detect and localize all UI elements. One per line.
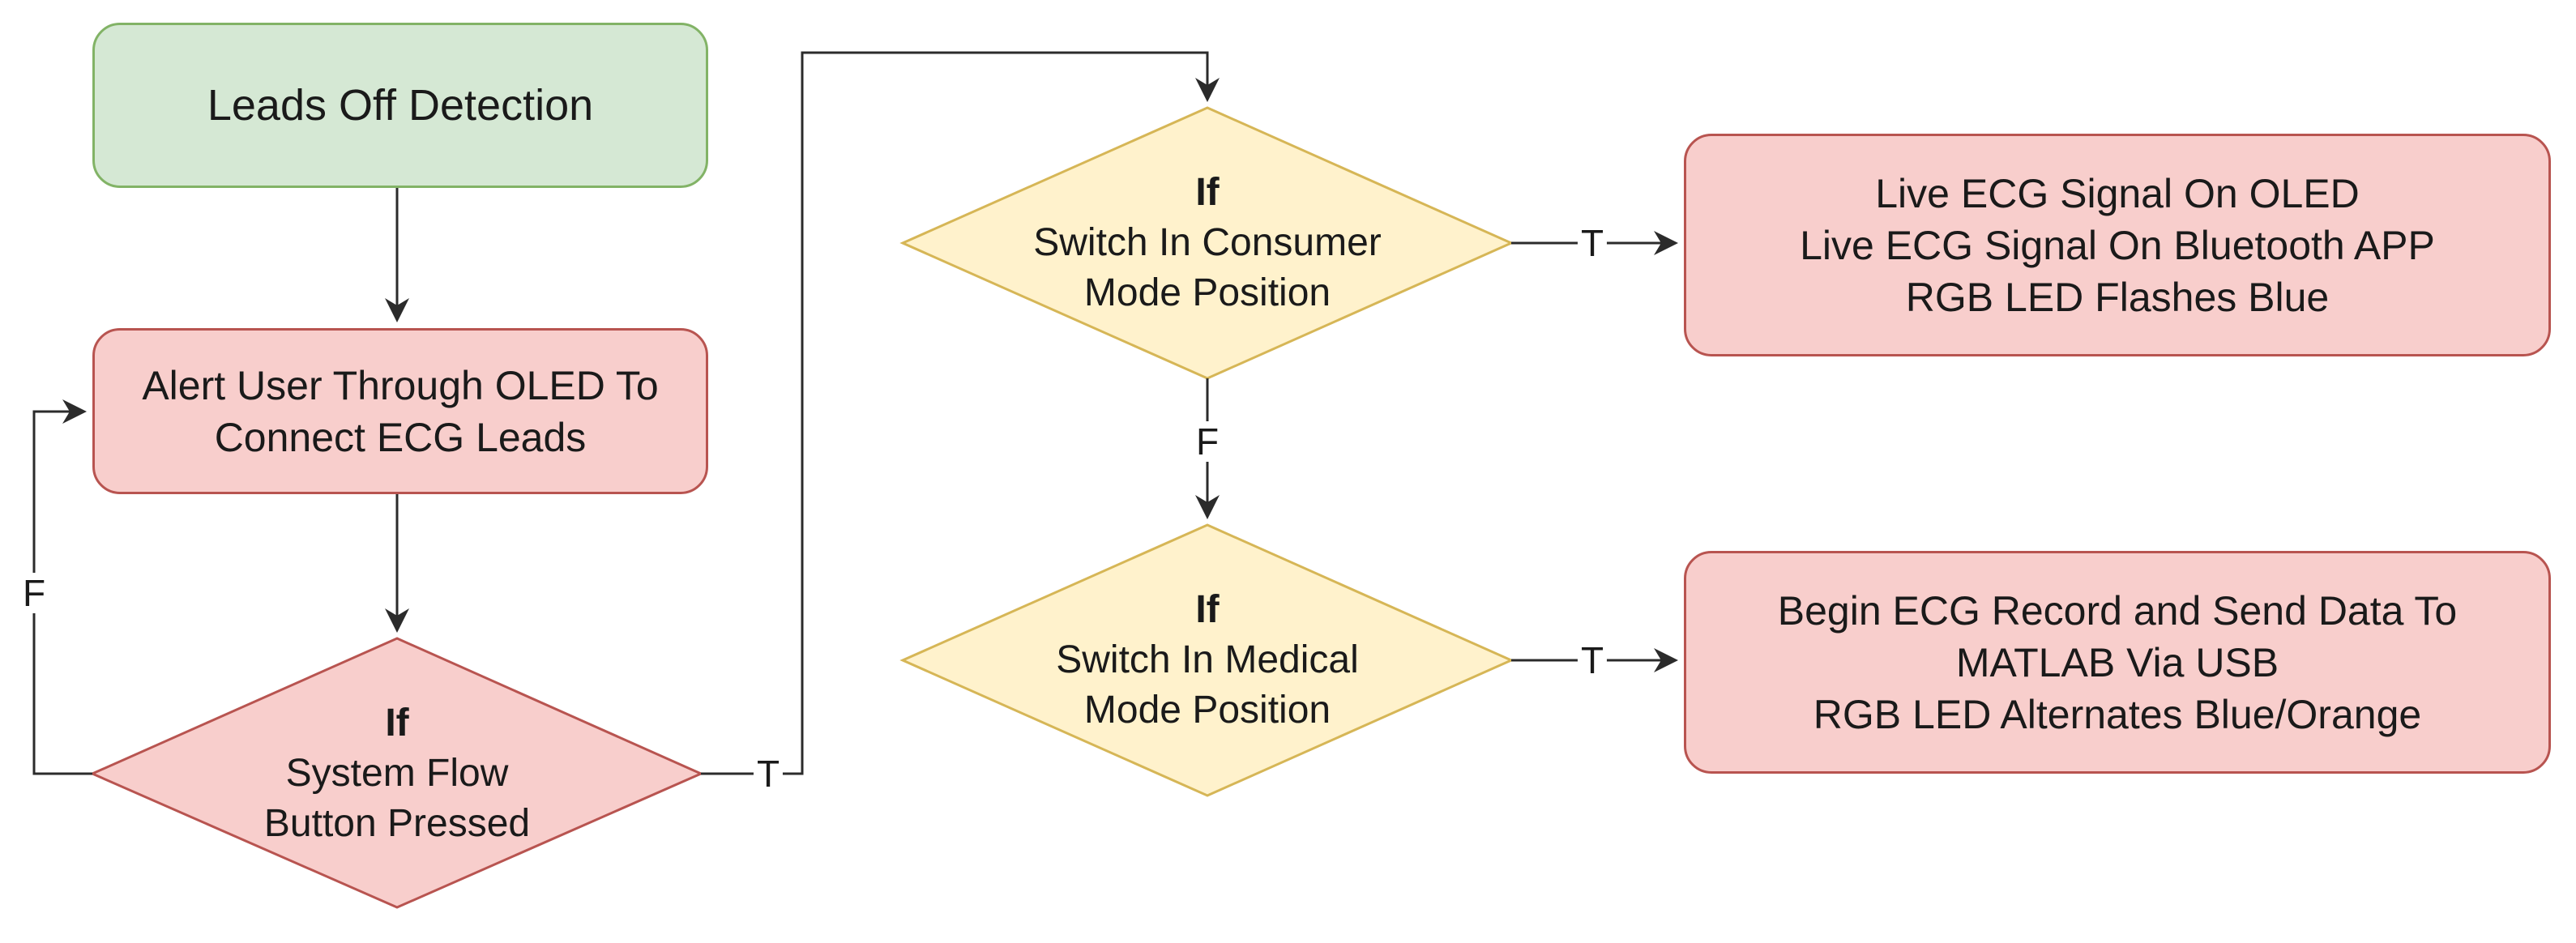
medical-action-line-3: RGB LED Alternates Blue/Orange — [1813, 691, 2422, 737]
decision-consumer-keyword: If — [1195, 171, 1220, 214]
decision-button-shape — [89, 637, 704, 909]
decision-medical-text: If Switch In Medical Mode Position — [997, 571, 1418, 749]
decision-button-keyword: If — [385, 702, 409, 745]
consumer-action-line-3: RGB LED Flashes Blue — [1905, 274, 2330, 320]
consumer-action-line-2: Live ECG Signal On Bluetooth APP — [1800, 222, 2435, 268]
decision-consumer-line-1: Switch In Consumer — [1033, 221, 1382, 264]
medical-action-node: Begin ECG Record and Send Data To MATLAB… — [1684, 551, 2551, 774]
medical-action-line-1: Begin ECG Record and Send Data To — [1777, 587, 2458, 634]
alert-node: Alert User Through OLED To Connect ECG L… — [92, 328, 708, 494]
alert-node-line-1: Alert User Through OLED To — [142, 362, 659, 408]
decision-consumer-text: If Switch In Consumer Mode Position — [997, 154, 1418, 332]
alert-node-line-2: Connect ECG Leads — [214, 414, 587, 460]
decision-button-line-1: System Flow — [285, 752, 509, 795]
edge-label-button-true: T — [753, 753, 784, 794]
edge-label-consumer-false: F — [1192, 421, 1223, 462]
consumer-action-line-1: Live ECG Signal On OLED — [1875, 170, 2360, 216]
decision-medical-shape — [899, 523, 1514, 797]
consumer-action-node: Live ECG Signal On OLED Live ECG Signal … — [1684, 134, 2551, 356]
start-node-label: Leads Off Detection — [207, 81, 594, 130]
decision-button-line-2: Button Pressed — [263, 802, 531, 845]
medical-action-line-2: MATLAB Via USB — [1955, 639, 2279, 685]
edge-label-consumer-true: T — [1577, 223, 1608, 263]
decision-medical-line-1: Switch In Medical — [1056, 638, 1359, 681]
edge-label-medical-true: T — [1577, 640, 1608, 681]
decision-medical-keyword: If — [1195, 588, 1220, 631]
start-node: Leads Off Detection — [92, 23, 708, 188]
decision-consumer-line-2: Mode Position — [1083, 271, 1331, 314]
decision-medical-line-2: Mode Position — [1083, 689, 1331, 732]
decision-button-text: If System Flow Button Pressed — [194, 685, 600, 863]
edge-label-button-false: F — [19, 573, 49, 613]
